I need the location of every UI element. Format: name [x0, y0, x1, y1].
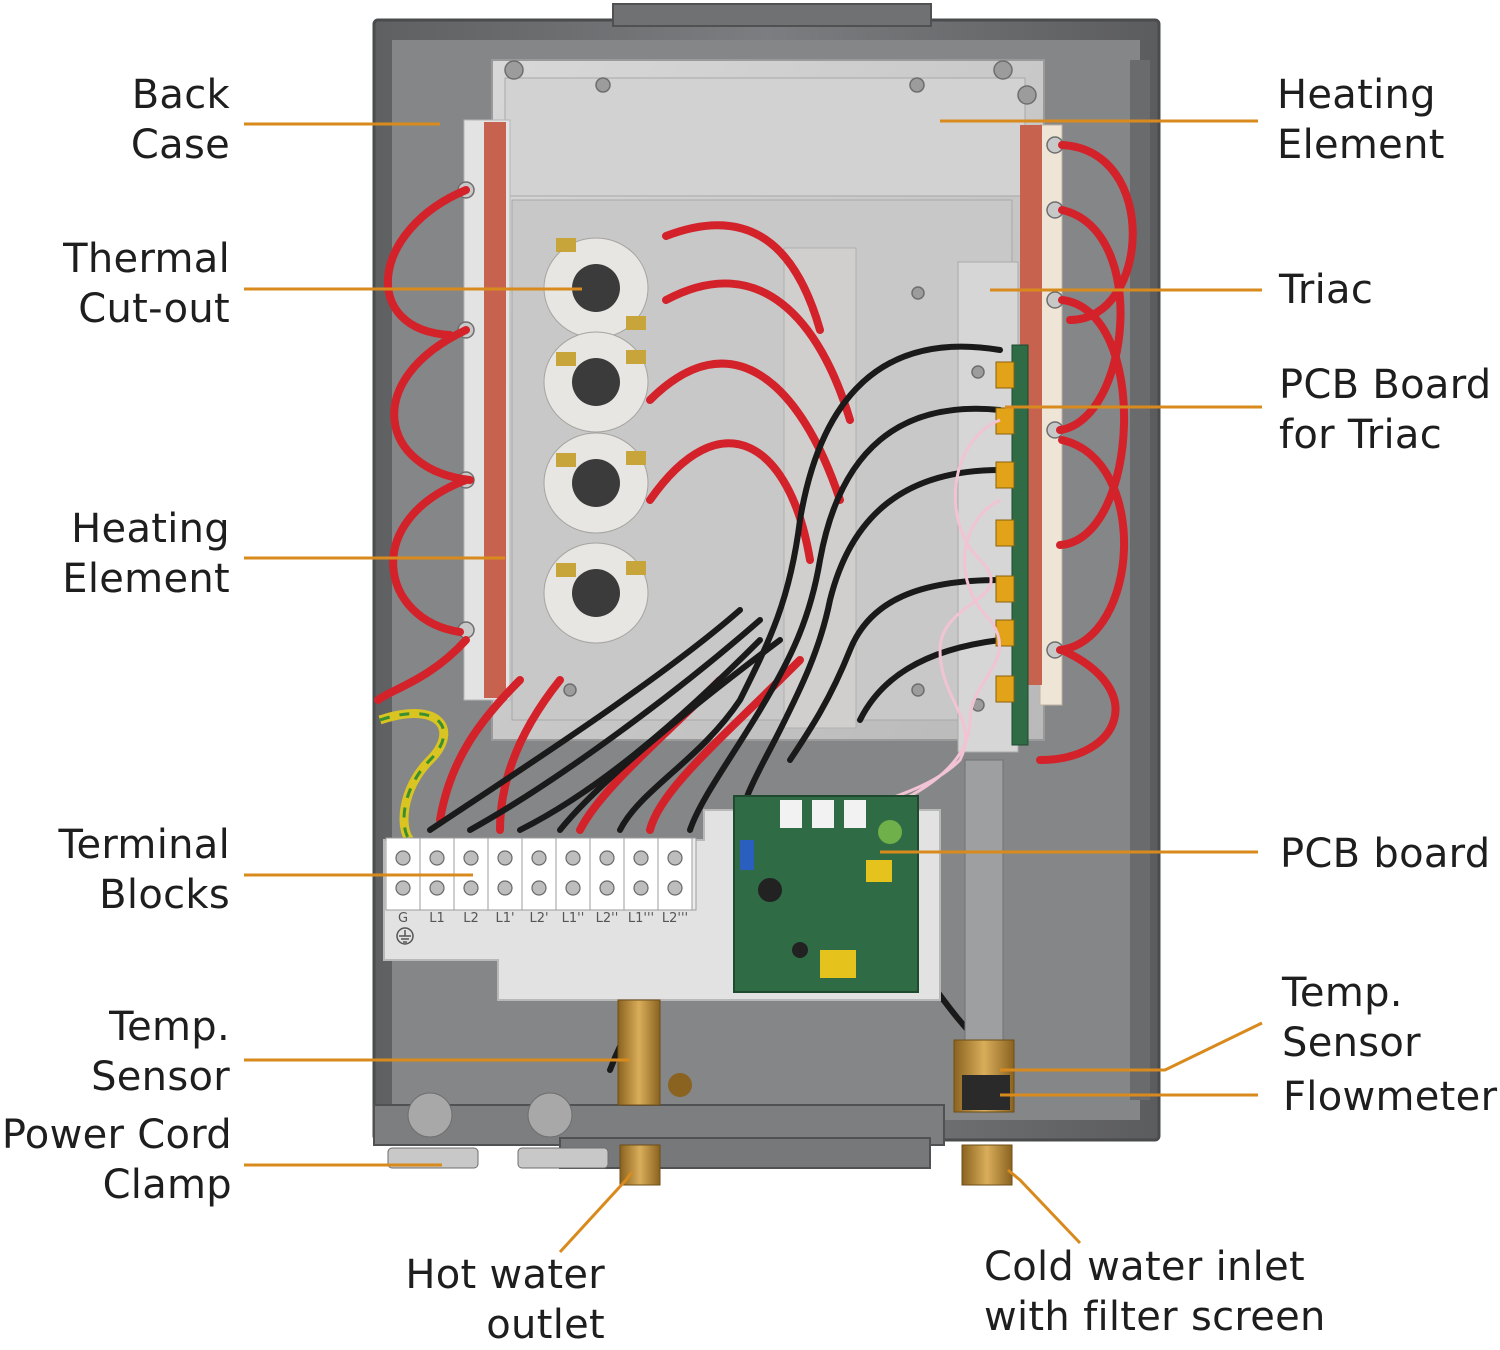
terminal-marking: L2'' — [596, 911, 619, 926]
label-terminal-blocks: Terminal Blocks — [59, 820, 230, 920]
ground-symbol-icon — [396, 927, 414, 945]
leader-hot-water-outlet — [558, 1171, 634, 1254]
label-line: Power Cord — [1, 1112, 232, 1158]
label-line: outlet — [486, 1302, 605, 1348]
label-line: Sensor — [1282, 1020, 1421, 1066]
pcb-components — [740, 800, 902, 978]
label-line: Temp. — [109, 1004, 230, 1050]
label-line: with filter screen — [984, 1294, 1326, 1340]
terminal-marking: L1 — [429, 911, 445, 926]
label-heating-element-left: Heating Element — [62, 504, 230, 604]
label-line: Terminal — [58, 822, 230, 868]
triac-connectors — [995, 361, 1015, 703]
label-pcb-board-triac: PCB Board for Triac — [1279, 360, 1491, 460]
label-line: Cold water inlet — [984, 1244, 1305, 1290]
label-line: PCB board — [1280, 831, 1491, 877]
plate-screws — [504, 60, 1037, 712]
terminal-marking: L2''' — [662, 911, 688, 926]
terminal-marking: L1' — [495, 911, 514, 926]
label-flowmeter: Flowmeter — [1283, 1072, 1497, 1122]
label-line: Flowmeter — [1283, 1074, 1498, 1120]
label-triac: Triac — [1279, 265, 1373, 315]
label-line: Element — [62, 556, 230, 602]
leader-cold-water-inlet — [1007, 1168, 1082, 1245]
label-line: Sensor — [91, 1054, 230, 1100]
pink-signal-wires — [859, 418, 1002, 812]
label-line: Clamp — [102, 1162, 232, 1208]
label-pcb-board: PCB board — [1280, 829, 1490, 879]
top-mount-bracket — [612, 3, 932, 27]
label-line: for Triac — [1279, 412, 1443, 458]
plate-upper-panel — [504, 77, 1026, 197]
label-line: Thermal — [63, 236, 230, 282]
hot-water-outlet-fitting — [617, 999, 661, 1106]
terminal-marking: L1''' — [628, 911, 654, 926]
terminal-markings: G L1 L2 L1' L2' L1'' L2'' L1''' L2''' — [398, 911, 688, 926]
label-line: Heating — [71, 506, 230, 552]
terminal-marking: L2' — [529, 911, 548, 926]
label-line: Back — [131, 72, 230, 118]
terminal-marking: G — [398, 911, 408, 926]
label-line: Triac — [1279, 267, 1374, 313]
terminal-marking: L1'' — [562, 911, 585, 926]
right-side-rail — [1130, 60, 1150, 1100]
label-back-case: Back Case — [131, 70, 230, 170]
terminal-marking: L2 — [463, 911, 479, 926]
label-cold-water-inlet: Cold water inlet with filter screen — [984, 1242, 1326, 1342]
label-line: Element — [1277, 122, 1445, 168]
leader-temp-sensor-right — [1000, 1021, 1263, 1072]
power-cord-clamps — [387, 1092, 609, 1169]
label-line: Cut-out — [78, 286, 230, 332]
label-temp-sensor-left: Temp. Sensor — [91, 1002, 230, 1102]
bottom-bracket-lower — [559, 1137, 931, 1169]
label-heating-element-right: Heating Element — [1277, 70, 1445, 170]
inlet-pipe — [964, 759, 1004, 1041]
leader-lines — [244, 119, 1263, 1254]
label-line: Heating — [1277, 72, 1436, 118]
label-line: Hot water — [405, 1252, 605, 1298]
label-line: Blocks — [99, 872, 230, 918]
label-temp-sensor-right: Temp. Sensor — [1282, 968, 1421, 1068]
label-line: Temp. — [1282, 970, 1403, 1016]
temp-sensor-left-body — [668, 1073, 692, 1097]
label-thermal-cutout: Thermal Cut-out — [63, 234, 230, 334]
label-hot-water-outlet: Hot water outlet — [405, 1250, 605, 1350]
label-line: PCB Board — [1279, 362, 1492, 408]
flowmeter-body — [962, 1075, 1010, 1110]
cold-water-inlet-thread — [961, 1144, 1013, 1186]
label-power-cord-clamp: Power Cord Clamp — [2, 1110, 232, 1210]
heating-element-left-terminals — [457, 119, 511, 701]
ground-wire-stripe — [379, 712, 446, 842]
label-line: Case — [130, 122, 230, 168]
thermal-cutouts — [543, 237, 649, 644]
